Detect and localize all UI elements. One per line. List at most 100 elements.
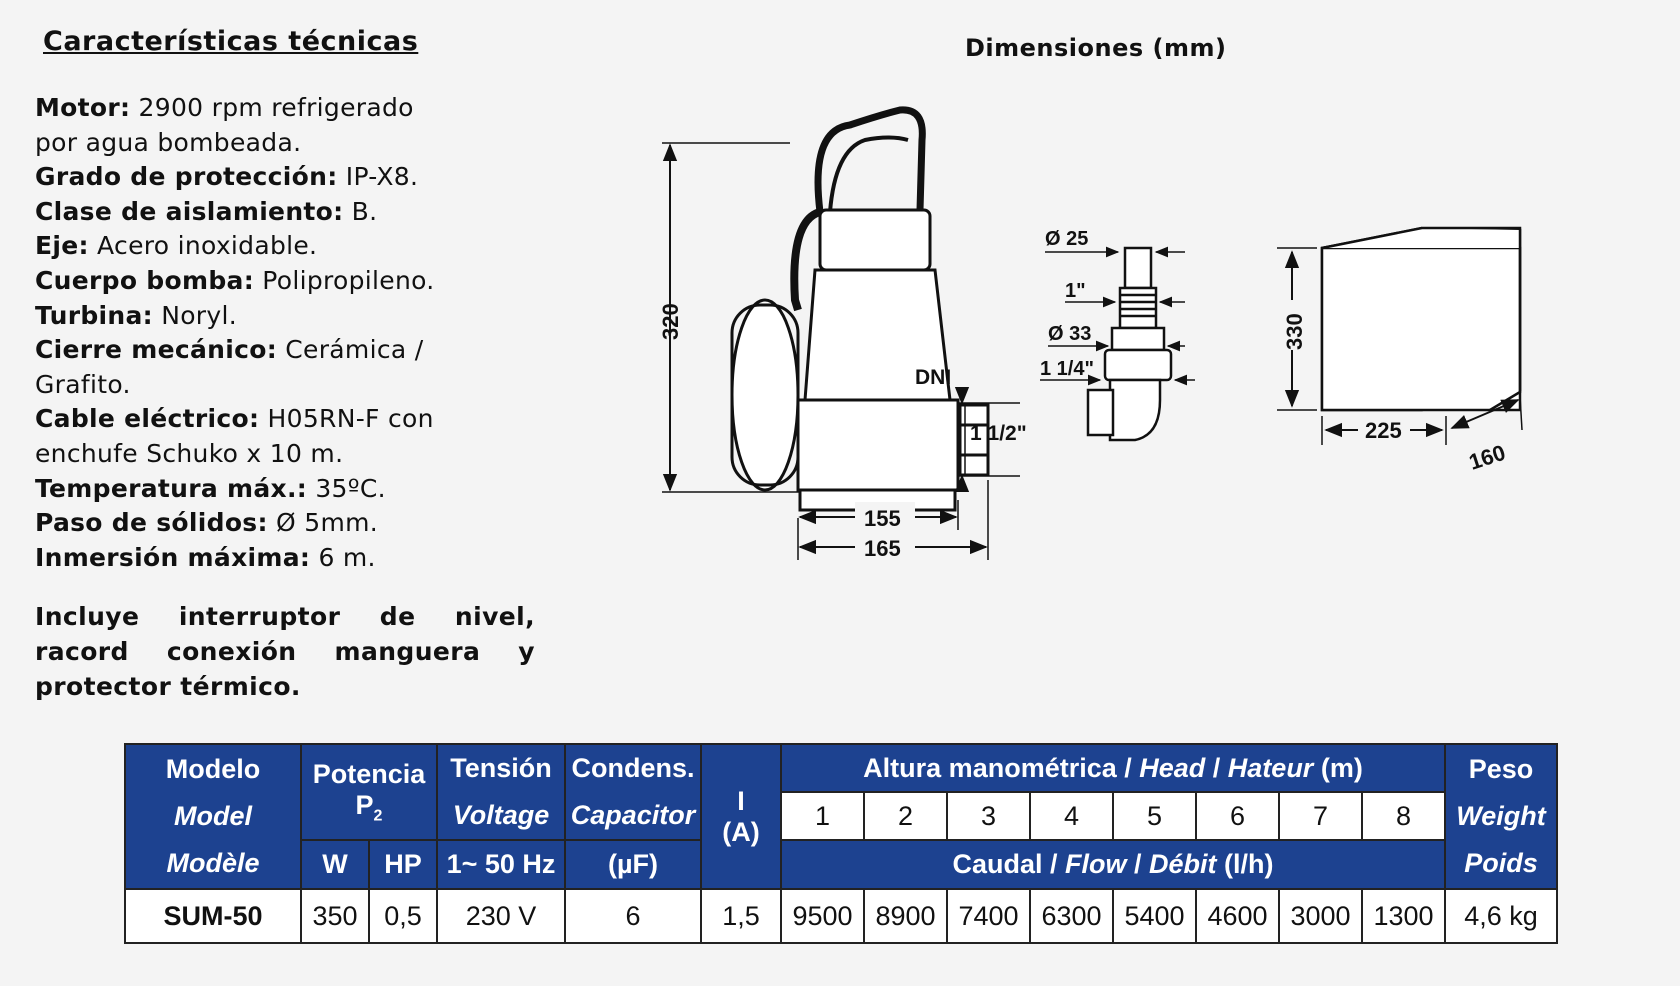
table-row: SUM-50 350 0,5 230 V 6 1,5 9500 8900 740…	[124, 888, 1558, 944]
spec-line: por agua bombeada.	[35, 126, 535, 161]
voltage-header: Tensión Voltage	[436, 743, 566, 841]
flow-header-unit: (l/h)	[1216, 849, 1274, 879]
width-165-label: 165	[864, 536, 901, 561]
pump-height-label: 320	[658, 303, 683, 340]
hose-fitting-drawing	[1086, 246, 1173, 442]
dni-label: DNI	[915, 366, 951, 389]
spec-label: Temperatura máx.:	[35, 473, 308, 503]
spec-line: Inmersión máxima: 6 m.	[35, 541, 535, 576]
spec-value: 35ºC.	[307, 473, 386, 503]
head-header: Altura manométrica / Head / Hateur (m)	[780, 743, 1446, 793]
head-value: 2	[863, 791, 948, 841]
model-header-fr: Modèle	[166, 848, 260, 878]
power-p-label: P	[355, 789, 374, 820]
box-drawing	[1320, 226, 1522, 412]
box-height-label: 330	[1282, 313, 1307, 350]
width-155-label: 155	[864, 506, 901, 531]
voltage-freq-header: 1~ 50 Hz	[436, 839, 566, 890]
spec-line: Cable eléctrico: H05RN-F con	[35, 402, 535, 437]
weight-header-es: Peso	[1468, 754, 1534, 784]
spec-label: Grado de protección:	[35, 162, 338, 192]
spec-value: por agua bombeada.	[35, 127, 302, 157]
spec-line: Motor: 2900 rpm refrigerado	[35, 91, 535, 126]
model-cell: SUM-50	[124, 888, 302, 944]
spec-value: IP-X8.	[337, 162, 419, 192]
flow-header-fr: Débit	[1149, 849, 1217, 879]
power-hp-header: HP	[368, 839, 438, 890]
model-header: Modelo Model Modèle	[124, 743, 302, 890]
spec-table: Modelo Model Modèle Potencia P2 Tensión …	[124, 743, 1558, 944]
spec-value: Grafito.	[35, 369, 131, 399]
spec-value: 2900 rpm refrigerado	[130, 93, 414, 122]
spec-line: Temperatura máx.: 35ºC.	[35, 472, 535, 507]
flow-cell: 3000	[1278, 888, 1363, 944]
power-hp-cell: 0,5	[368, 888, 438, 944]
spec-label: Cable eléctrico:	[35, 404, 260, 434]
voltage-header-en: Voltage	[452, 800, 550, 830]
current-header-i: I	[737, 785, 745, 816]
fitting-114-label: 1 1/4"	[1040, 358, 1094, 380]
spec-value: enchufe Schuko x 10 m.	[35, 438, 344, 468]
capacitor-cell: 6	[564, 888, 702, 944]
capacitor-unit-header: (µF)	[564, 839, 702, 890]
voltage-cell: 230 V	[436, 888, 566, 944]
head-value: 6	[1195, 791, 1280, 841]
specs-title: Características técnicas	[43, 26, 419, 57]
current-header-unit: (A)	[722, 816, 760, 847]
spec-label: Cuerpo bomba:	[35, 265, 254, 295]
power-header: Potencia P2	[300, 743, 438, 841]
spec-line: Paso de sólidos: Ø 5mm.	[35, 506, 535, 541]
weight-header-en: Weight	[1456, 801, 1546, 831]
capacitor-header-en: Capacitor	[570, 800, 696, 830]
model-header-en: Model	[174, 801, 252, 831]
pump-width-dimensions: 155 165	[797, 480, 989, 561]
flow-cell: 7400	[946, 888, 1031, 944]
head-header-sep: /	[1205, 752, 1228, 783]
spec-label: Turbina:	[35, 300, 153, 330]
spec-label: Paso de sólidos:	[35, 508, 268, 538]
spec-value: H05RN-F con	[259, 404, 434, 434]
head-value: 8	[1361, 791, 1446, 841]
dni-value-label: 1 1/2"	[970, 422, 1027, 445]
spec-value: B.	[343, 196, 378, 226]
spec-label: Eje:	[35, 231, 89, 261]
dimensions-diagram: 320 155 165 DNI 1 1/2" Ø 25 1"	[658, 106, 1523, 561]
outlet-dimension: DNI 1 1/2"	[915, 366, 1027, 493]
spec-line: enchufe Schuko x 10 m.	[35, 437, 535, 472]
pump-drawing	[730, 106, 990, 512]
spec-value: Acero inoxidable.	[88, 231, 318, 261]
head-header-fr: Hateur	[1227, 752, 1314, 783]
fitting-d25-label: Ø 25	[1045, 228, 1088, 250]
spec-value: Noryl.	[152, 300, 237, 330]
spec-label: Cierre mecánico:	[35, 335, 278, 365]
weight-header: Peso Weight Poids	[1444, 743, 1558, 890]
flow-cell: 6300	[1029, 888, 1114, 944]
head-header-unit: (m)	[1313, 752, 1363, 783]
flow-cell: 9500	[780, 888, 865, 944]
includes-note: Incluye interruptor de nivel, racord con…	[35, 602, 535, 702]
spec-line: Grado de protección: IP-X8.	[35, 160, 535, 195]
flow-header-sep: /	[1126, 849, 1150, 879]
spec-line: Cierre mecánico: Cerámica /	[35, 333, 535, 368]
spec-list: Motor: 2900 rpm refrigerado por agua bom…	[35, 91, 535, 575]
flow-header-en: Flow	[1065, 849, 1127, 879]
fitting-dimensions: Ø 25 1" Ø 33 1 1/4"	[1040, 228, 1195, 386]
head-value: 1	[780, 791, 865, 841]
flow-cell: 4600	[1195, 888, 1280, 944]
power-w-header: W	[300, 839, 370, 890]
power-header-label: Potencia	[312, 758, 426, 789]
power-p-subscript: 2	[373, 807, 383, 825]
spec-value: 6 m.	[310, 542, 376, 572]
box-width-label: 225	[1365, 418, 1402, 443]
spec-label: Clase de aislamiento:	[35, 196, 344, 226]
capacitor-header-es: Condens.	[571, 753, 695, 783]
head-value: 7	[1278, 791, 1363, 841]
spec-label: Motor:	[35, 93, 131, 122]
flow-cell: 8900	[863, 888, 948, 944]
model-header-es: Modelo	[165, 754, 261, 784]
pump-height-dimension: 320	[658, 142, 800, 493]
spec-value: Polipropileno.	[254, 265, 435, 295]
fitting-d33-label: Ø 33	[1048, 323, 1091, 345]
head-value: 4	[1029, 791, 1114, 841]
spec-line: Cuerpo bomba: Polipropileno.	[35, 264, 535, 299]
